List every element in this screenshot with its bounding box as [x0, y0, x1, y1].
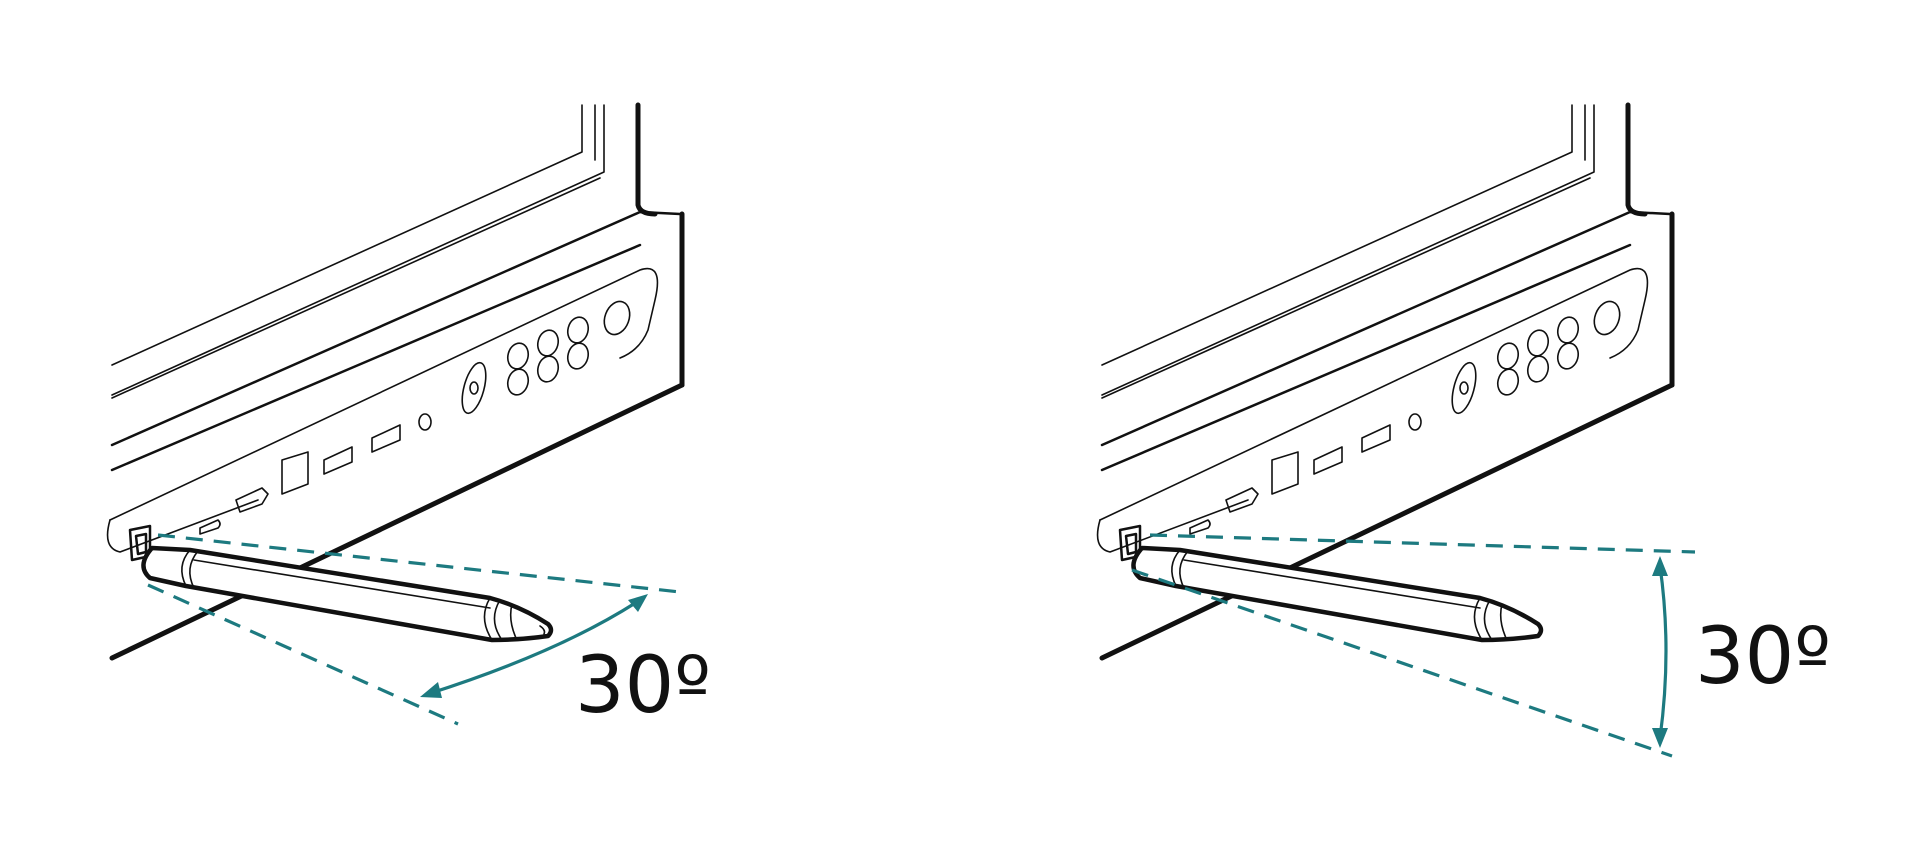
- arrow-head-start: [1652, 556, 1668, 576]
- angle-label-left: 30º: [575, 641, 711, 731]
- stylus-pen: [1131, 545, 1544, 643]
- port-panel: [106, 267, 659, 553]
- reference-line-upper: [1149, 533, 1696, 554]
- panel-vertical-tilt: 30º: [990, 0, 1918, 859]
- angle-indicator-left: 30º: [147, 533, 711, 731]
- port-panel: [1096, 267, 1649, 553]
- control-buttons: [461, 300, 631, 415]
- stylus-pen: [141, 545, 554, 643]
- reference-line-lower: [147, 583, 459, 726]
- panel-horizontal-swing-svg: 30º: [106, 102, 711, 731]
- control-buttons: [1451, 300, 1621, 415]
- arrow-head-end: [1652, 728, 1668, 748]
- io-ports: [199, 413, 432, 535]
- display-bezel: [1099, 102, 1675, 661]
- io-ports: [1189, 413, 1422, 535]
- angle-label-right: 30º: [1695, 612, 1831, 702]
- reference-line-lower: [1131, 568, 1673, 758]
- reference-line-upper: [157, 533, 681, 594]
- panel-vertical-tilt-svg: 30º: [1096, 102, 1831, 758]
- angle-indicator-right: 30º: [1131, 533, 1831, 758]
- angle-arc: [1658, 565, 1668, 739]
- angle-arc: [427, 598, 641, 696]
- panel-horizontal-swing: 30º: [106, 102, 711, 731]
- arrow-head-end: [628, 594, 648, 612]
- arrow-head-start: [420, 682, 442, 698]
